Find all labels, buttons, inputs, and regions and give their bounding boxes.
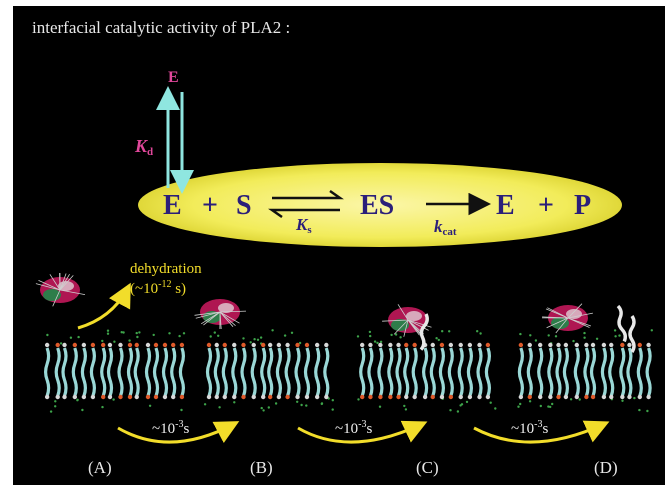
enzyme-structure bbox=[382, 304, 432, 337]
reverse-half-arrow bbox=[268, 208, 340, 219]
equation-E: E bbox=[163, 190, 182, 221]
reaction-ellipse bbox=[138, 163, 622, 247]
dehydration-arrow bbox=[77, 282, 131, 330]
equation-S: S bbox=[236, 190, 252, 221]
transition-time-3: ~10-3s bbox=[511, 419, 549, 437]
ks-symbol: K bbox=[296, 215, 308, 234]
lipid-bilayer bbox=[517, 329, 653, 413]
kcat-symbol: k bbox=[434, 217, 443, 236]
enzyme-structure bbox=[35, 272, 86, 307]
kd-subscript: d bbox=[147, 146, 154, 158]
forward-half-arrow bbox=[272, 189, 344, 200]
transition-arrow-1 bbox=[117, 421, 240, 444]
transition-arrow-2 bbox=[297, 420, 428, 444]
equation-plus-1: + bbox=[202, 190, 218, 221]
equation-P: P bbox=[574, 190, 592, 221]
free-enzyme-label: E bbox=[168, 69, 179, 86]
panel-label-C: (C) bbox=[416, 458, 439, 477]
dehydration-line-1: dehydration bbox=[130, 261, 202, 277]
transition-time-1: ~10-3s bbox=[152, 419, 190, 437]
transition-arrow-3 bbox=[473, 420, 610, 444]
lipid-bilayer bbox=[44, 329, 186, 413]
figure-title: interfacial catalytic activity of PLA2 : bbox=[32, 18, 291, 37]
lipid-bilayer bbox=[356, 330, 497, 413]
lipid-helix bbox=[616, 304, 628, 343]
panel-label-A: (A) bbox=[88, 458, 112, 477]
transition-time-2: ~10-3s bbox=[335, 419, 373, 437]
lipid-bilayer bbox=[203, 329, 334, 412]
equation-plus-2: + bbox=[538, 190, 554, 221]
equation-E-product: E bbox=[496, 190, 515, 221]
dehydration-label: dehydration (~10-12 s) bbox=[130, 260, 202, 299]
kd-symbol: K bbox=[135, 136, 148, 156]
kcat-constant: kcat bbox=[434, 218, 457, 238]
equation-ES: ES bbox=[360, 190, 395, 221]
enzyme-structure bbox=[194, 299, 247, 330]
kd-constant: Kd bbox=[135, 137, 153, 158]
kcat-subscript: cat bbox=[442, 226, 457, 238]
dehydration-line-2: (~10-12 s) bbox=[130, 278, 187, 297]
ks-constant: Ks bbox=[296, 216, 312, 236]
lipid-helix bbox=[419, 313, 429, 351]
lipid-helix bbox=[628, 315, 636, 353]
enzyme-structure bbox=[541, 303, 593, 334]
ks-subscript: s bbox=[307, 224, 312, 236]
panel-label-B: (B) bbox=[250, 458, 273, 477]
panel-label-D: (D) bbox=[594, 458, 618, 477]
